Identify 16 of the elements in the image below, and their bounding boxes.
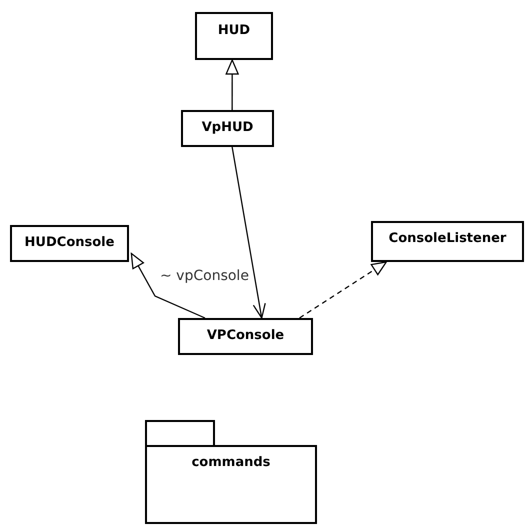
class-box [178,318,313,355]
arrow [130,252,206,319]
class-box [195,12,273,60]
class-name: ConsoleListener [388,231,506,246]
arrow [226,59,239,110]
class-box [10,225,129,262]
class-box [371,221,524,262]
edge-label: ~ vpConsole [158,268,251,284]
class-name: HUDConsole [24,235,114,250]
class-box [181,110,274,147]
class-name: VpHUD [202,120,254,135]
arrow [299,261,387,318]
class-name: commands [192,455,270,470]
class-name: HUD [218,23,250,38]
class-name: VPConsole [206,328,284,343]
arrow [232,146,266,319]
